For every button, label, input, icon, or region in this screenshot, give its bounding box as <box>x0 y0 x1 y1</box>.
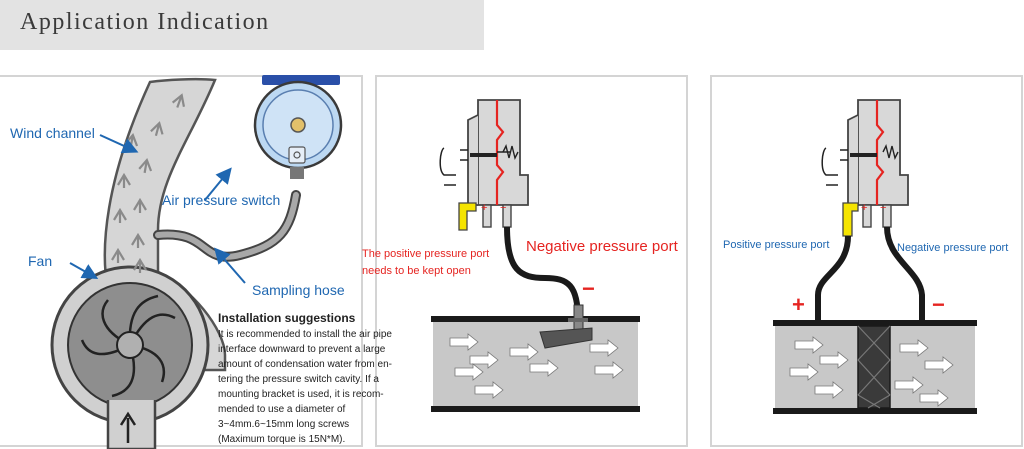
positive-port-fitting <box>842 202 859 237</box>
positive-hose <box>815 235 851 345</box>
install-suggestions-body: It is recommended to install the air pip… <box>218 329 392 445</box>
svg-text:tering the pressure switch cav: tering the pressure switch cavity. If a <box>218 374 379 385</box>
page-title: Application Indication <box>20 9 270 35</box>
switch-plus-sign: + <box>481 202 487 214</box>
air-pressure-switch-label: Air pressure switch <box>162 192 280 208</box>
negative-port-label-2: Negative pressure port <box>897 242 1008 254</box>
positive-port-note-line1: The positive pressure port <box>362 248 489 260</box>
duct-minus-sign-2: − <box>932 292 945 317</box>
switch2-plus-sign: + <box>861 202 867 214</box>
wind-channel-label: Wind channel <box>10 125 95 141</box>
switch2-minus-sign: − <box>880 202 886 214</box>
switch-pointer <box>204 167 232 201</box>
air-duct <box>431 304 640 412</box>
svg-text:interface downward to prevent: interface downward to prevent a large <box>218 344 386 355</box>
switch-minus-sign: − <box>500 202 506 214</box>
duct-plus-sign: + <box>792 292 805 317</box>
negative-port-label: Negative pressure port <box>526 238 679 255</box>
wind-channel-pointer <box>99 134 139 154</box>
air-pressure-switch-device <box>253 75 343 179</box>
hose-pointer <box>214 247 246 284</box>
install-suggestions-title: Installation suggestions <box>218 311 356 325</box>
positive-port-cap <box>458 202 477 231</box>
title-bar: Application Indication <box>0 0 484 50</box>
svg-text:mended to use a diameter of: mended to use a diameter of <box>218 404 346 415</box>
svg-text:(Maximum torque is 15N*M).: (Maximum torque is 15N*M). <box>218 434 345 445</box>
filter-block <box>857 325 891 409</box>
positive-port-label: Positive pressure port <box>723 239 829 251</box>
svg-text:mounting bracket is used, it i: mounting bracket is used, it is recom- <box>218 389 384 400</box>
sampling-hose-label: Sampling hose <box>252 282 345 298</box>
fan-blades-icon <box>80 294 176 398</box>
pressure-switch-cross-section <box>439 99 529 228</box>
duct-minus-sign: − <box>582 276 595 301</box>
svg-text:It is recommended to install t: It is recommended to install the air pip… <box>218 329 392 340</box>
intake-arrow-icon <box>119 411 137 443</box>
svg-text:3~4mm.6~15mm long screws: 3~4mm.6~15mm long screws <box>218 419 349 430</box>
fan-label: Fan <box>28 253 52 269</box>
negative-hose <box>504 226 581 321</box>
negative-hose-2 <box>884 226 925 345</box>
fan-pointer <box>69 262 99 279</box>
svg-text:amount of condensation water f: amount of condensation water from en- <box>218 359 392 370</box>
positive-port-note-line2: needs to be kept open <box>362 265 471 277</box>
pressure-switch-cross-section-2 <box>821 99 909 228</box>
